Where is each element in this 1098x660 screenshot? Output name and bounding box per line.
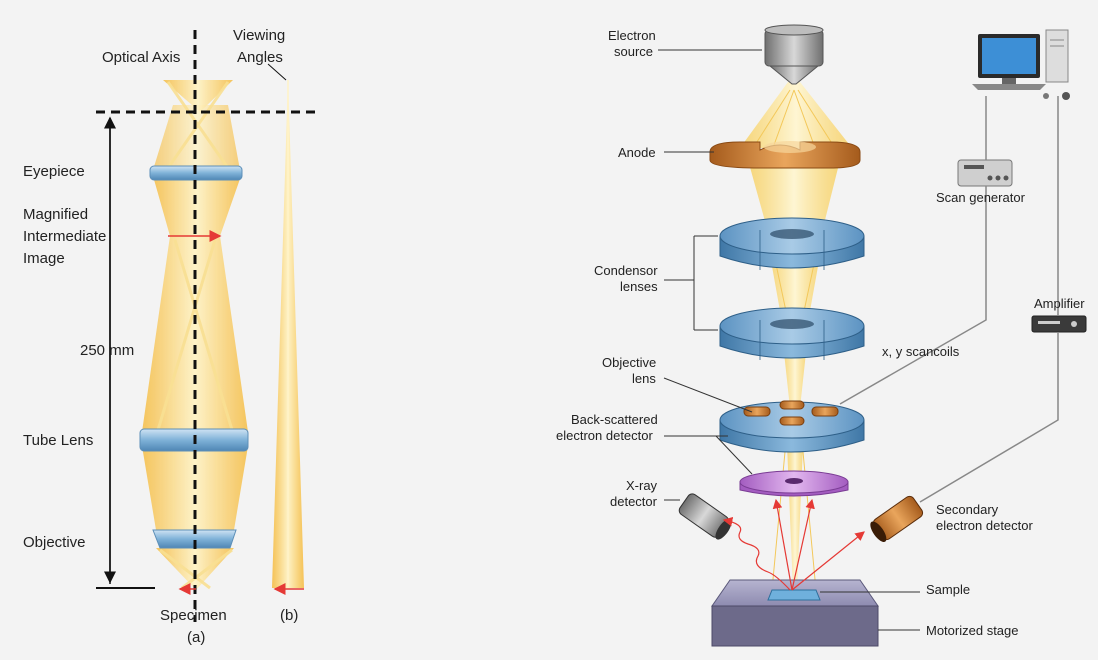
condensor-lens-1 bbox=[719, 217, 865, 270]
objective-label-sem-1: Objective bbox=[602, 355, 656, 370]
specimen-label: Specimen bbox=[160, 607, 227, 624]
caption-b: (b) bbox=[280, 607, 298, 624]
wire-scan-coils bbox=[839, 186, 987, 405]
amplifier-device bbox=[1031, 315, 1087, 333]
condensor-label-1: Condensor bbox=[594, 263, 658, 278]
secondary-detector bbox=[870, 495, 924, 543]
magnified-label-1: Magnified bbox=[23, 206, 88, 223]
magnified-label-3: Image bbox=[23, 250, 65, 267]
electron-source-label-1: Electron bbox=[608, 28, 656, 43]
anode-label: Anode bbox=[618, 145, 656, 160]
caption-a: (a) bbox=[187, 629, 205, 646]
tube-lens-label: Tube Lens bbox=[23, 432, 93, 449]
scan-generator-device bbox=[957, 159, 1013, 187]
magnified-label-2: Intermediate bbox=[23, 228, 106, 245]
optical-axis-label: Optical Axis bbox=[102, 49, 180, 66]
objective-label: Objective bbox=[23, 534, 86, 551]
sem-panel: Electron source Anode Condensor lenses O… bbox=[556, 24, 1087, 647]
distance-label: 250 mm bbox=[80, 342, 134, 359]
sample-label: Sample bbox=[926, 582, 970, 597]
computer-icon bbox=[972, 29, 1070, 100]
sample bbox=[767, 589, 821, 601]
bse-detector bbox=[739, 470, 849, 497]
light-microscope-panel: Optical Axis Viewing Angles Eyepiece Mag… bbox=[23, 27, 315, 646]
secondary-label-2: electron detector bbox=[936, 518, 1034, 533]
bse-label-1: Back-scattered bbox=[571, 412, 658, 427]
condensor-lens-2 bbox=[719, 307, 865, 360]
xray-label-2: detector bbox=[610, 494, 658, 509]
electron-source bbox=[764, 24, 824, 85]
objective-lens bbox=[152, 529, 237, 549]
xray-signal bbox=[722, 516, 791, 591]
bse-signal-1 bbox=[772, 498, 793, 591]
objective-lens-sem bbox=[719, 400, 865, 453]
bse-signal-2 bbox=[791, 498, 815, 591]
wire-amp-secondary bbox=[919, 332, 1059, 503]
anode bbox=[709, 141, 861, 169]
secondary-label-1: Secondary bbox=[936, 502, 999, 517]
objective-label-sem-2: lens bbox=[632, 371, 656, 386]
leader-lines bbox=[658, 49, 920, 631]
scan-generator-label: Scan generator bbox=[936, 190, 1026, 205]
scancoils-label: x, y scancoils bbox=[882, 344, 960, 359]
eyepiece-label: Eyepiece bbox=[23, 163, 85, 180]
viewing-angles-label-1: Viewing bbox=[233, 27, 285, 44]
viewing-angles-label-2: Angles bbox=[237, 49, 283, 66]
stage-label: Motorized stage bbox=[926, 623, 1019, 638]
secondary-signal bbox=[791, 531, 865, 591]
electron-source-label-2: source bbox=[614, 44, 653, 59]
amplifier-label: Amplifier bbox=[1034, 296, 1085, 311]
condensor-label-2: lenses bbox=[620, 279, 658, 294]
xray-detector bbox=[678, 493, 732, 540]
bse-label-2: electron detector bbox=[556, 428, 654, 443]
xray-label-1: X-ray bbox=[626, 478, 658, 493]
